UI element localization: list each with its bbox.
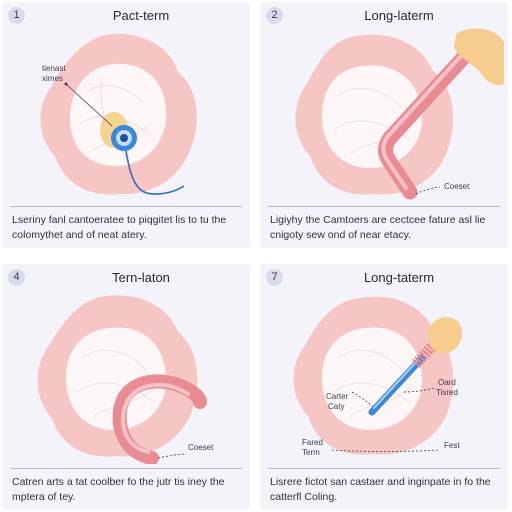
glove-hand [428,317,462,354]
step-number-badge: 1 [8,7,25,24]
panel-caption: Ligiyhy the Camtoers are cectcee fature … [270,213,502,243]
caption-divider [10,468,242,469]
curved-catheter [112,374,207,464]
caption-line: Lseriny fanl cantoeratee to piqgitet lis… [12,214,227,226]
illustration-long-taterm: Carter Caty Oard Tisred Fared Term Fest [293,296,462,457]
panel-step-7: 7 Long-taterm Carter Caty Oard Tisred Fa… [260,264,508,510]
catheter-highlight [381,44,472,190]
catheter-tube-highlight [373,359,419,409]
panel-title: Long-taterm [363,270,435,285]
panel-title: Tern-laton [112,270,170,285]
step-number-badge: 4 [8,269,25,286]
catheter-highlight [120,382,190,454]
illustration-long-term: Coeset [295,28,504,200]
caption-line: Catren arts a tat coolber fo the jutr ti… [12,476,225,488]
label-coeset: Coeset [188,443,214,452]
label-caty: Caty [328,402,344,411]
label-oard: Oard [438,378,456,387]
label-tienast: tienast [42,64,66,73]
panel-step-4: 4 Tern-laton Coeset Catren arts a tat co… [2,264,250,510]
leader-line [415,186,441,195]
catheter-tube [368,354,426,416]
leader-line [65,83,113,127]
caption-line: catterfl Coling. [270,491,338,503]
step-number-badge: 7 [266,269,283,286]
caption-divider [10,206,242,207]
panel-title: Long-laterm [364,8,434,23]
illustration-tern-laton: Coeset [37,295,214,464]
leader-line [403,387,435,393]
catheter-lumen-dot [120,134,128,142]
label-term: Term [302,448,320,457]
panel-caption: Catren arts a tat coolber fo the jutr ti… [12,475,244,505]
leader-line [331,449,439,452]
illustration-short-term: tienast ximes [40,33,197,195]
panel-title: Pact-term [112,8,170,23]
caption-line: mptera of tey. [12,491,76,503]
leader-dot [64,82,68,86]
label-carter: Carter [326,392,349,401]
caption-line: Lisrere fictot san castaer and inginpate… [270,476,491,488]
panel-step-1: 1 Pact-term tienast ximes Lseriny fanl c… [2,2,250,248]
guide-wire [123,137,185,195]
label-coeset: Coeset [444,182,470,191]
step-number-badge: 2 [266,7,283,24]
label-fared: Fared [302,438,323,447]
leader-line [157,453,187,459]
panel-caption: Lisrere fictot san castaer and inginpate… [270,475,502,505]
caption-divider [268,206,500,207]
label-fest: Fest [444,441,460,450]
glove-hand [454,28,504,86]
caption-divider [268,468,500,469]
caption-line: cnigoty sew ond of near etacy. [270,229,412,241]
caption-line: Ligiyhy the Camtoers are cectcee fature … [270,214,486,226]
caption-line: colomythet and of neat atery. [12,229,147,241]
label-tisred: Tisred [436,388,458,397]
panel-caption: Lseriny fanl cantoeratee to piqgitet lis… [12,213,244,243]
label-ximes: ximes [42,74,63,83]
panel-step-2: 2 Long-laterm Coeset Ligiyhy the Camtoer… [260,2,508,248]
